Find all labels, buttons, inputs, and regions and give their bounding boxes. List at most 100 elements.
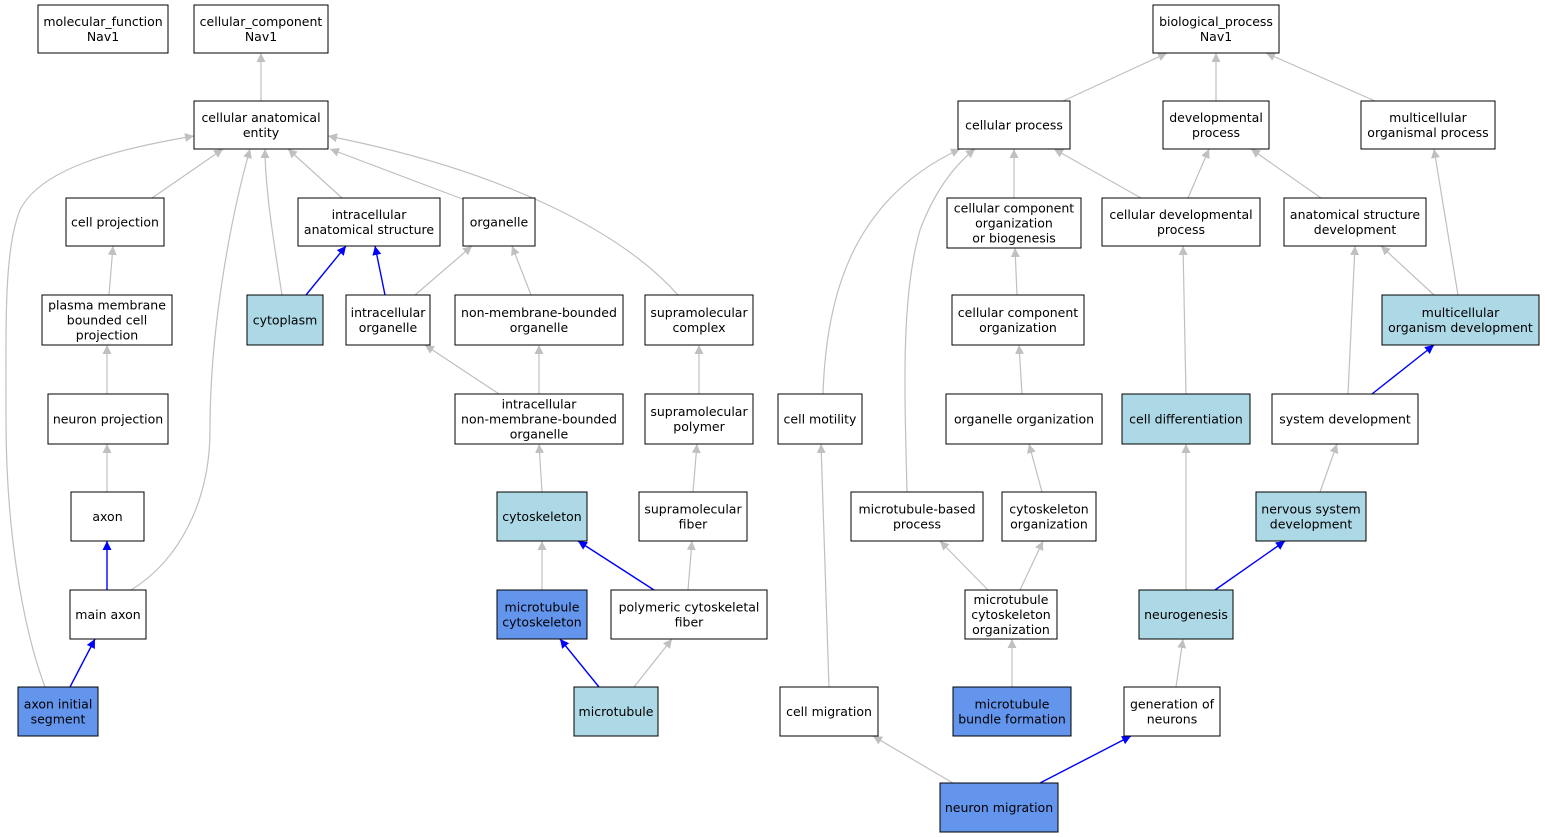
edge-neurogenesis-to-nervous_system_development [1214,540,1286,591]
node-cell-projection[interactable]: cell projection [65,197,165,247]
node-label: supramolecular [644,502,742,517]
node-label: organelle [510,427,569,442]
node-microtubule[interactable]: microtubule [573,686,659,737]
edge-microtubule_based_process-to-cellular_process [904,148,976,493]
node-box [1271,393,1419,445]
node-cytoskeleton[interactable]: cytoskeleton [496,491,588,542]
edge-organelle_organization-to-cellular_component_organization [1015,344,1025,395]
node-box [638,491,748,542]
node-box [610,589,768,640]
node-label: generation of [1130,697,1215,712]
edge-neuron_migration-to-cell_migration [872,735,959,787]
node-label: projection [76,328,138,343]
node-label: microtubule [579,704,654,719]
node-label: polymeric cytoskeletal [619,600,760,615]
edge-polymeric_cytoskeletal_fiber-to-cytoskeleton [577,540,655,591]
edge-cellular_developmental_process-to-developmental_process [1187,148,1210,199]
node-label: cytoskeleton [502,615,581,630]
node-box [1162,100,1270,150]
node-label: biological_process [1159,14,1273,29]
node-cell-differentiation[interactable]: cell differentiation [1121,393,1251,445]
node-label: plasma membrane [48,298,166,313]
edge-cell_differentiation-to-cellular_developmental_process [1178,245,1188,395]
node-label: polymer [673,419,725,434]
node-label: Nav1 [1200,29,1232,44]
node-cellular-process[interactable]: cellular process [957,100,1071,150]
node-box [41,294,173,346]
node-label: organization [979,320,1057,335]
node-neurogenesis[interactable]: neurogenesis [1138,589,1234,640]
node-organelle[interactable]: organelle [462,197,536,247]
node-box [1123,686,1221,737]
node-label: supramolecular [650,404,748,419]
node-neuron-migration[interactable]: neuron migration [939,782,1059,833]
node-box [1152,4,1280,54]
node-box [1001,491,1097,542]
edge-cytoskeleton_organization-to-organelle_organization [1027,443,1043,493]
node-cell-motility[interactable]: cell motility [777,393,863,445]
node-label: organization [1010,517,1088,532]
node-label: intracellular [332,207,408,222]
edge-intracellular_non_membrane_bounded_organelle-to-intracellular_organelle [424,344,500,395]
node-label: neuron projection [53,412,163,427]
node-main-axon[interactable]: main axon [69,589,147,640]
edge-nervous_system_development-to-system_development [1319,443,1339,493]
node-box [1360,100,1496,150]
node-label: neurons [1147,712,1197,727]
node-system-development[interactable]: system development [1271,393,1419,445]
edge-multicellular_organism_development-to-multicellular_organismal_process [1431,148,1459,296]
edge-intracellular_organelle-to-organelle [414,245,473,296]
node-box [246,294,324,346]
node-box [1121,393,1251,445]
node-neuron-projection[interactable]: neuron projection [47,393,169,445]
node-intracellular-non-membrane-bounded-organelle[interactable]: intracellularnon-membrane-boundedorganel… [454,393,624,445]
node-box [193,100,329,150]
node-label: non-membrane-bounded [461,412,617,427]
node-box [777,393,863,445]
node-box [779,686,879,737]
node-label: developmental [1169,110,1263,125]
node-label: complex [673,320,726,335]
node-box [496,589,588,640]
node-organelle-organization[interactable]: organelle organization [945,393,1103,445]
node-label: cytoskeleton [502,509,581,524]
node-axon[interactable]: axon [70,491,145,542]
node-cell-migration[interactable]: cell migration [779,686,879,737]
node-label: process [893,517,941,532]
node-box [69,589,147,640]
node-box [454,294,624,346]
node-label: cellular component [954,201,1074,216]
node-label: segment [31,712,86,727]
node-cytoplasm[interactable]: cytoplasm [246,294,324,346]
node-label: process [1192,125,1240,140]
node-box [945,393,1103,445]
